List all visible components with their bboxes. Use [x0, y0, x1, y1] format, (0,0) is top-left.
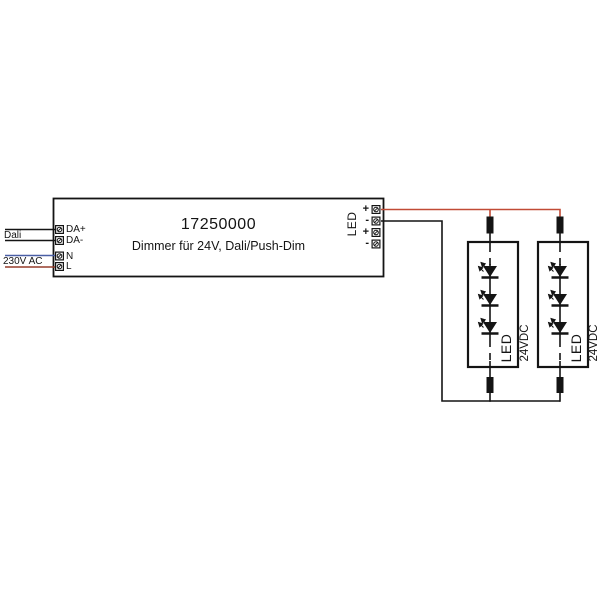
terminal-n [54, 251, 65, 261]
terminal-l [54, 262, 65, 271]
output-minus-wire [381, 220, 560, 402]
mains-input-label: 230V AC [3, 255, 43, 267]
strip-1-voltage-label: 24VDC [519, 324, 531, 362]
output-plus-wire [381, 208, 561, 218]
dimmer-article-number: 17250000 [180, 216, 257, 233]
terminal-label-l: L [66, 261, 72, 272]
strip-1-top-connector [486, 216, 494, 234]
dimmer-box [52, 197, 385, 278]
strip-2-voltage-label: 24VDC [588, 324, 600, 362]
output-sign-plus-1: + [362, 203, 369, 215]
terminal-label-da-minus: DA- [66, 235, 84, 246]
output-sign-minus-1: - [365, 214, 369, 226]
output-sign-minus-2: - [365, 237, 369, 249]
strip-1-led-label: LED [498, 333, 514, 363]
strip-1-bottom-connector [486, 377, 494, 393]
dali-input-label: Dali [4, 229, 22, 241]
led-strip-1 [479, 216, 499, 402]
terminal-label-da-plus: DA+ [66, 224, 86, 235]
terminal-label-n: N [66, 250, 74, 262]
led-strip-2 [549, 216, 569, 402]
output-sign-plus-2: + [362, 225, 369, 238]
terminal-out-plus-1 [371, 205, 381, 214]
output-led-label: LED [345, 211, 359, 237]
dimmer-product-name: Dimmer für 24V, Dali/Push-Dim [131, 239, 306, 253]
strip-2-led-label: LED [568, 333, 584, 363]
strip-2-bottom-connector [556, 377, 564, 393]
strip-2-top-connector [556, 216, 564, 234]
